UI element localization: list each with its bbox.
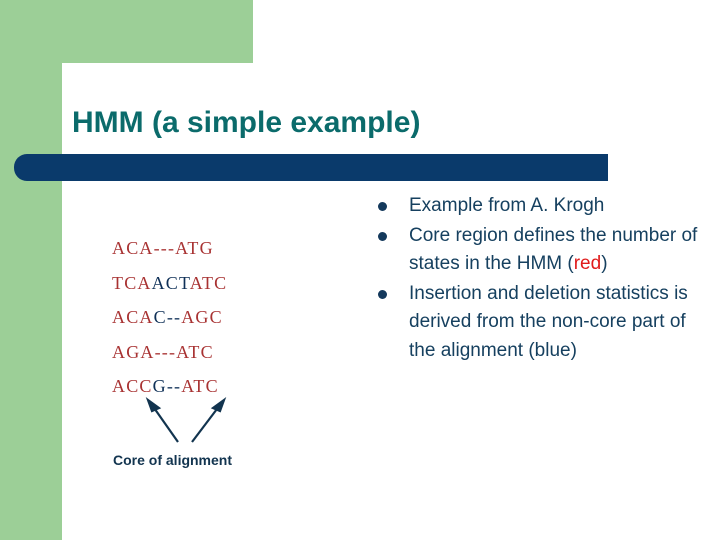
core-segment: TCA <box>112 272 152 293</box>
flank-segment: G-- <box>152 376 182 396</box>
core-of-alignment-caption: Core of alignment <box>113 452 233 468</box>
core-segment: ATC <box>181 376 219 396</box>
arrow-up-left-shaft <box>151 404 179 443</box>
sequence-row: ACCG--ATC <box>112 369 227 404</box>
bullet-text-segment: Core region defines the number of states… <box>409 224 698 275</box>
bullet-text-segment: Example from A. Krogh <box>409 195 605 216</box>
core-region-arrows <box>130 396 240 446</box>
green-sidebar-strip <box>0 0 62 540</box>
core-segment: ACC <box>112 376 153 396</box>
arrow-up-right-shaft <box>191 404 221 443</box>
green-header-block <box>62 0 253 63</box>
flank-segment: C-- <box>153 307 182 327</box>
sequence-row: AGA---ATC <box>112 335 227 370</box>
bullet-dot-icon <box>378 231 387 241</box>
slide-title: HMM (a simple example) <box>72 106 421 139</box>
flank-segment: ACT <box>151 272 190 293</box>
bullet-dot-icon <box>378 289 387 299</box>
bullet-item: Core region defines the number of states… <box>378 222 698 279</box>
navy-title-underline-bar <box>14 154 608 181</box>
core-segment: ACA <box>112 307 154 327</box>
bullet-item: Insertion and deletion statistics is der… <box>378 280 698 366</box>
arrow-up-left-head <box>145 396 162 413</box>
sequence-row: TCAACTATC <box>112 266 227 301</box>
core-segment: AGC <box>181 307 223 327</box>
bullet-dot-icon <box>378 202 387 211</box>
bullet-item: Example from A. Krogh <box>378 192 698 221</box>
keyword-red: red <box>573 253 602 274</box>
arrow-up-right-head <box>210 396 227 413</box>
bullet-text: Insertion and deletion statistics is der… <box>409 280 698 366</box>
bullet-text-segment: Insertion and deletion statistics is der… <box>409 282 688 361</box>
core-segment: ATC <box>189 272 228 293</box>
bullet-text: Core region defines the number of states… <box>409 222 698 279</box>
sequence-row: ACAC--AGC <box>112 300 227 335</box>
sequence-row: ACA---ATG <box>112 231 227 266</box>
bullet-text: Example from A. Krogh <box>409 192 698 221</box>
core-segment: ACA---ATG <box>112 238 214 258</box>
white-content-panel <box>62 63 720 540</box>
core-segment: AGA---ATC <box>112 341 214 362</box>
bullet-text-segment: ) <box>601 253 608 274</box>
